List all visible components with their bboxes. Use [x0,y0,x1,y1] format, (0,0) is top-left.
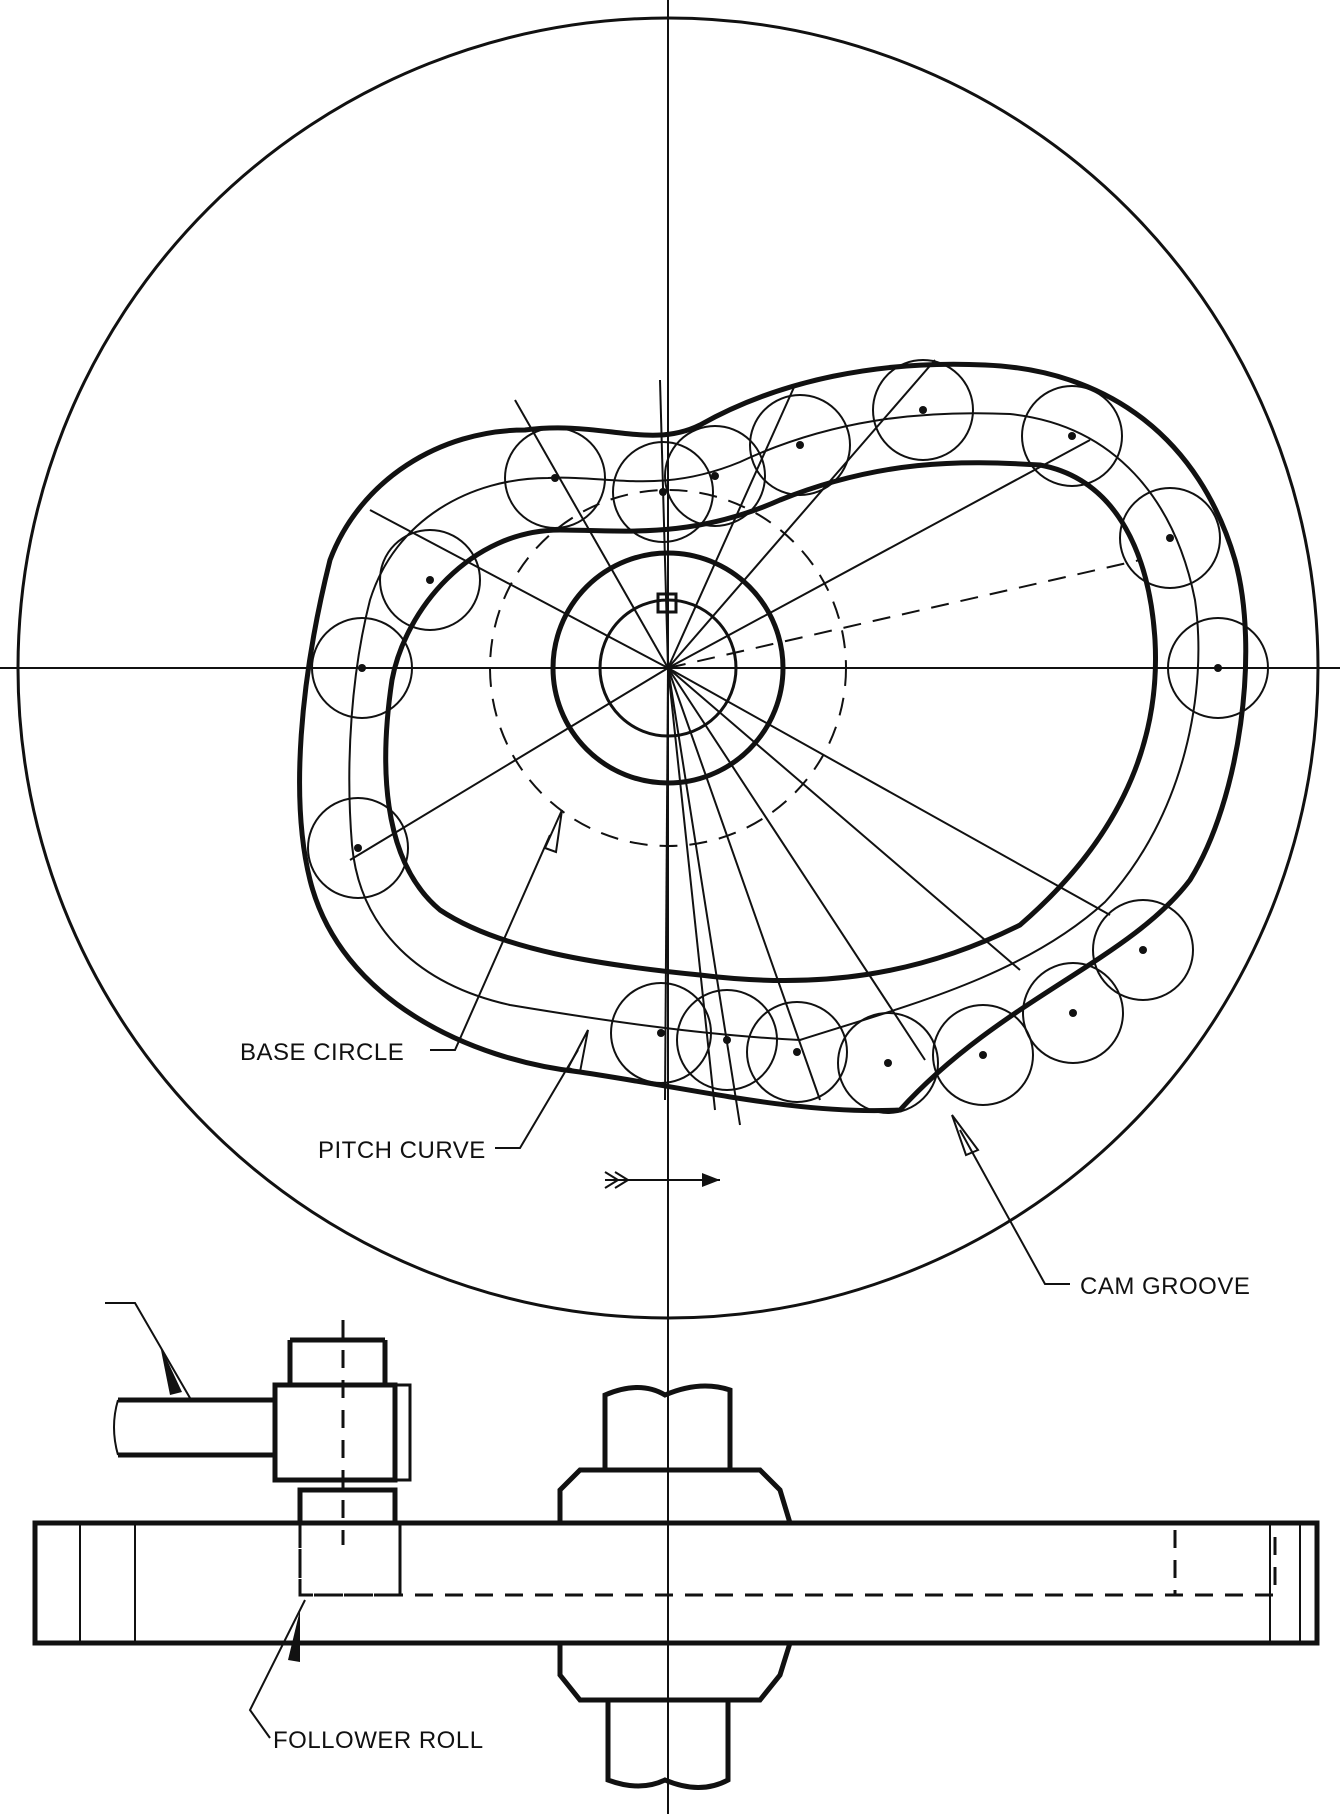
roll-center-dot [1166,534,1174,542]
roll-center-dot [711,472,719,480]
rotation-arrow-icon [604,1171,720,1189]
roll-center-dot [426,576,434,584]
roll-center-dot [551,474,559,482]
follower-roll-leader [248,1599,306,1739]
roll-position-circle [749,394,851,496]
follower-roll-label: FOLLOWER ROLL [273,1727,484,1754]
roll-center-dot [979,1051,987,1059]
groove-outer-wall [297,361,1249,1114]
base-circle-leader [430,809,563,1051]
roll-position-circle [1021,385,1123,487]
follower-arm [118,1397,278,1458]
roll-position-circle [504,427,606,529]
roll-position-circle [610,982,712,1084]
roll-center-dot [796,441,804,449]
roll-center-dot [1068,432,1076,440]
arm-leader [105,1302,191,1399]
roll-position-circle [872,359,974,461]
roll-position-circle [1092,899,1194,1001]
pitch-curve [348,412,1200,1042]
follower-roll-positions [307,359,1269,1114]
shaft-lower [605,1700,731,1790]
cam-groove-leader [951,1114,1070,1285]
roll-center-dot [919,406,927,414]
roll-position-circle [612,441,714,543]
follower-nut [272,1337,398,1483]
roll-center-dot [1139,946,1147,954]
roll-center-dot [723,1036,731,1044]
roll-center-dot [1214,664,1222,672]
roll-center-dot [793,1048,801,1056]
plate-section [32,1520,1320,1646]
roll-center-dot [358,664,366,672]
base-circle [489,489,847,847]
roll-center-dot [1069,1009,1077,1017]
groove-inner-wall [383,460,1158,984]
roll-center-dot [657,1029,665,1037]
cam-groove-label: CAM GROOVE [1080,1273,1250,1300]
side-view: FOLLOWER ROLL [32,1302,1320,1790]
roll-position-circle [1167,617,1269,719]
hub-upper [557,1467,793,1524]
roll-position-circle [676,989,778,1091]
pitch-curve-leader [495,1029,589,1149]
roll-center-dot [354,844,362,852]
roll-position-circle [307,797,409,899]
pitch-curve-label: PITCH CURVE [318,1137,486,1164]
groove-hidden-line [298,1530,1277,1597]
shaft-upper [602,1383,733,1470]
roll-position-circle [1119,487,1221,589]
base-circle-label: BASE CIRCLE [240,1039,404,1066]
roll-center-dot [884,1059,892,1067]
roll-position-circle [664,425,766,527]
roll-position-circle [311,617,413,719]
hub-lower [557,1642,793,1703]
roll-position-circle [379,529,481,631]
roll-position-circle [1022,962,1124,1064]
roll-position-circle [932,1004,1034,1106]
roll-position-circle [746,1001,848,1103]
follower-roll-section [298,1521,402,1597]
roll-center-dot [659,488,667,496]
roll-position-circle [837,1012,939,1114]
